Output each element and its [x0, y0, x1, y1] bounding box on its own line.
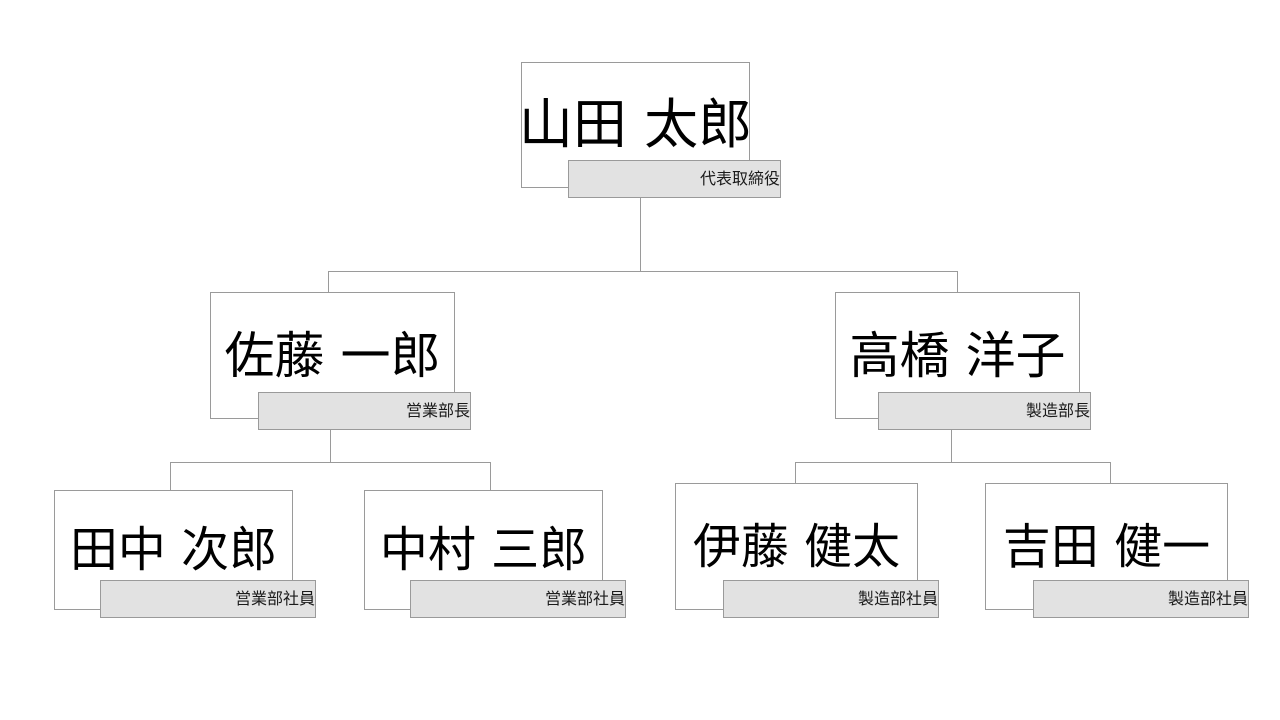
org-node-role-badge: 製造部社員 [1033, 580, 1249, 618]
connector-manufacturing-manager-riser [957, 271, 958, 292]
org-node-name: 伊藤 健太 [692, 518, 901, 575]
connector-ceo-trunk [640, 198, 641, 271]
org-node-role-badge: 代表取締役 [568, 160, 781, 198]
org-node-name: 田中 次郎 [69, 522, 278, 578]
connector-sales-crossbar [170, 462, 491, 463]
connector-sales-trunk [330, 430, 331, 462]
connector-sales-staff-2-riser [490, 462, 491, 490]
connector-sales-manager-riser [328, 271, 329, 292]
org-node-name: 中村 三郎 [379, 522, 588, 578]
org-node-name: 高橋 洋子 [849, 326, 1066, 385]
org-node-role-badge: 営業部社員 [410, 580, 626, 618]
org-node-role-badge: 営業部長 [258, 392, 471, 430]
org-node-name: 佐藤 一郎 [224, 326, 441, 385]
org-node-role-badge: 製造部社員 [723, 580, 939, 618]
connector-ceo-crossbar [328, 271, 958, 272]
org-node-role-badge: 製造部長 [878, 392, 1091, 430]
connector-sales-staff-1-riser [170, 462, 171, 490]
connector-manufacturing-crossbar [795, 462, 1111, 463]
connector-manufacturing-trunk [951, 430, 952, 462]
connector-manufacturing-staff-1-riser [795, 462, 796, 483]
connector-manufacturing-staff-2-riser [1110, 462, 1111, 483]
org-node-name: 吉田 健一 [1002, 518, 1211, 575]
org-node-role-badge: 営業部社員 [100, 580, 316, 618]
org-node-name: 山田 太郎 [518, 93, 753, 156]
